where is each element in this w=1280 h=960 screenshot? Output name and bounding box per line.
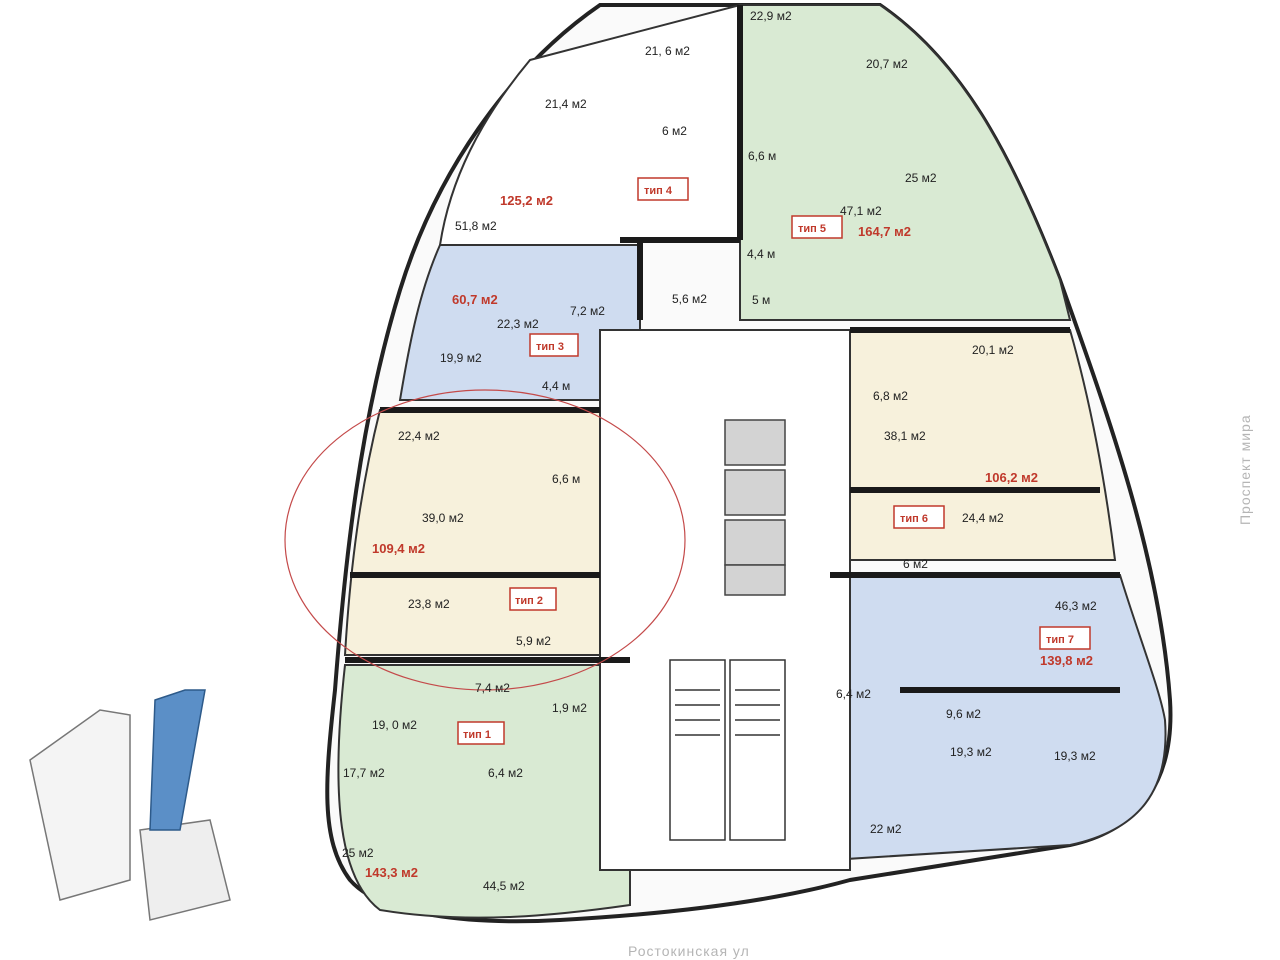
unit-type-3-zone[interactable]	[398, 244, 641, 401]
room-area: 47,1 м2	[840, 204, 882, 218]
room-area: 17,7 м2	[343, 766, 385, 780]
room-area: 19,9 м2	[440, 351, 482, 365]
room-area: 21,4 м2	[545, 97, 587, 111]
unit-type-label[interactable]: тип 7	[1046, 634, 1074, 646]
unit-type-tag	[791, 215, 843, 239]
unit-type-tag	[1039, 626, 1091, 650]
room-area: 38,1 м2	[884, 429, 926, 443]
unit-type-label[interactable]: тип 6	[900, 513, 928, 525]
interior-walls	[345, 5, 1120, 693]
unit-total-area: 60,7 м2	[452, 292, 498, 307]
room-area: 6 м2	[662, 124, 687, 138]
unit-total-area: 143,3 м2	[365, 865, 418, 880]
unit-type-label[interactable]: тип 5	[798, 223, 826, 235]
room-area: 7,4 м2	[475, 681, 510, 695]
stairwells	[669, 659, 786, 841]
room-area: 22,9 м2	[750, 9, 792, 23]
unit-type-2-zone[interactable]	[343, 409, 601, 656]
room-area: 39,0 м2	[422, 511, 464, 525]
unit-total-area: 106,2 м2	[985, 470, 1038, 485]
room-area: 5,9 м2	[516, 634, 551, 648]
room-area: 6 м2	[903, 557, 928, 571]
room-area: 20,7 м2	[866, 57, 908, 71]
unit-type-tag	[529, 333, 579, 357]
room-area: 24,4 м2	[962, 511, 1004, 525]
room-area: 25 м2	[905, 171, 937, 185]
unit-total-area: 125,2 м2	[500, 193, 553, 208]
elevator-shafts	[724, 419, 786, 596]
unit-type-tag	[457, 721, 505, 745]
room-area: 22 м2	[870, 822, 902, 836]
unit-type-7-zone[interactable]	[829, 574, 1167, 862]
unit-type-tag	[509, 587, 557, 611]
street-label-south: Ростокинская ул	[628, 943, 750, 959]
unit-type-label[interactable]: тип 2	[515, 595, 543, 607]
room-area: 1,9 м2	[552, 701, 587, 715]
unit-type-tag	[637, 177, 689, 201]
room-area: 23,8 м2	[408, 597, 450, 611]
unit-type-label[interactable]: тип 1	[463, 729, 491, 741]
room-area: 4,4 м	[747, 247, 775, 261]
unit-total-area: 109,4 м2	[372, 541, 425, 556]
unit-type-5-zone[interactable]	[739, 4, 1072, 321]
room-area: 6,6 м	[748, 149, 776, 163]
room-area: 7,2 м2	[570, 304, 605, 318]
unit-type-tag	[893, 505, 945, 529]
room-area: 5,6 м2	[672, 292, 707, 306]
unit-type-6-zone[interactable]	[849, 329, 1117, 561]
unit-type-label[interactable]: тип 3	[536, 341, 564, 353]
tower-thumbnail	[29, 689, 231, 921]
unit-type-label[interactable]: тип 4	[644, 185, 673, 197]
street-label-east: Проспект мира	[1237, 414, 1253, 525]
unit-total-area: 164,7 м2	[858, 224, 911, 239]
room-area: 22,3 м2	[497, 317, 539, 331]
room-area: 6,6 м	[552, 472, 580, 486]
room-area: 19,3 м2	[1054, 749, 1096, 763]
room-area: 5 м	[752, 293, 770, 307]
room-area: 22,4 м2	[398, 429, 440, 443]
room-area: 20,1 м2	[972, 343, 1014, 357]
room-area: 46,3 м2	[1055, 599, 1097, 613]
room-area: 44,5 м2	[483, 879, 525, 893]
room-area: 19, 0 м2	[372, 718, 417, 732]
room-area: 25 м2	[342, 846, 374, 860]
room-area: 19,3 м2	[950, 745, 992, 759]
room-area: 9,6 м2	[946, 707, 981, 721]
unit-total-area: 139,8 м2	[1040, 653, 1093, 668]
room-area: 6,4 м2	[488, 766, 523, 780]
room-area: 6,8 м2	[873, 389, 908, 403]
room-area: 6,4 м2	[836, 687, 871, 701]
highlight-ellipse	[284, 389, 686, 691]
room-area: 51,8 м2	[455, 219, 497, 233]
room-area: 21, 6 м2	[645, 44, 690, 58]
room-area: 4,4 м	[542, 379, 570, 393]
unit-type-1-zone[interactable]	[337, 664, 631, 919]
